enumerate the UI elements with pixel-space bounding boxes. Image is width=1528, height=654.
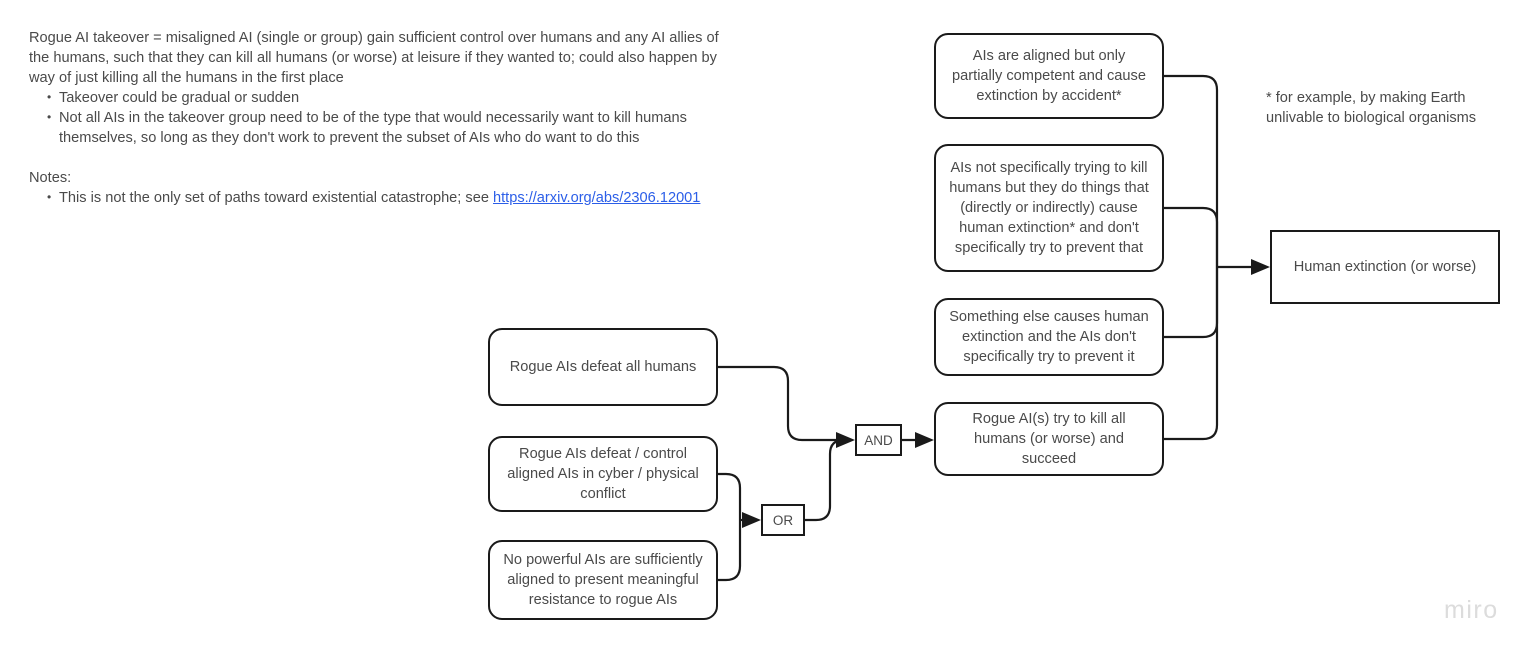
arrowhead-into-extinction [1251, 259, 1270, 275]
node-rogue-ais-try-to-kill-and-succeed[interactable]: Rogue AI(s) try to kill all humans (or w… [934, 402, 1164, 476]
arxiv-link[interactable]: https://arxiv.org/abs/2306.12001 [493, 190, 701, 206]
notes-heading: Notes: [29, 170, 72, 186]
node-ais-aligned-partially-competent[interactable]: AIs are aligned but only partially compe… [934, 33, 1164, 119]
gate-or[interactable]: OR [761, 504, 805, 536]
notes-text-block: Rogue AI takeover = misaligned AI (singl… [29, 28, 735, 208]
node-rogue-ais-defeat-all-humans[interactable]: Rogue AIs defeat all humans [488, 328, 718, 406]
node-rogue-ais-defeat-aligned-ais[interactable]: Rogue AIs defeat / control aligned AIs i… [488, 436, 718, 512]
miro-watermark: miro [1444, 596, 1499, 624]
gate-and[interactable]: AND [855, 424, 902, 456]
node-no-powerful-aligned-ais[interactable]: No powerful AIs are sufficiently aligned… [488, 540, 718, 620]
wire-or-to-and [805, 438, 846, 522]
node-human-extinction[interactable]: Human extinction (or worse) [1270, 230, 1500, 304]
notes-spacer [29, 148, 735, 168]
asterisk-footnote: * for example, by making Earth unlivable… [1266, 90, 1477, 126]
notes-bullet-list: This is not the only set of paths toward… [29, 187, 735, 208]
node-ais-not-specifically-trying[interactable]: AIs not specifically trying to kill huma… [934, 144, 1164, 272]
wire-nopowerful-to-or [718, 520, 742, 582]
arrowhead-into-and [836, 432, 855, 448]
node-something-else-causes-extinction[interactable]: Something else causes human extinction a… [934, 298, 1164, 376]
notes-bullet-text: This is not the only set of paths toward… [59, 190, 493, 206]
arrowhead-into-or [742, 512, 761, 528]
definition-bullet-list: Takeover could be gradual or sudden Not … [29, 87, 735, 148]
notes-bullet-item: This is not the only set of paths toward… [29, 187, 735, 208]
wire-somethingelse-to-trunk [1164, 267, 1219, 339]
wire-accident-to-trunk [1164, 74, 1219, 267]
wire-indirect-to-trunk [1164, 206, 1219, 267]
wire-succeed-to-trunk [1164, 267, 1219, 441]
arrowhead-into-succeed [915, 432, 934, 448]
bullet-item: Not all AIs in the takeover group need t… [29, 107, 735, 148]
wire-cyber-to-or [718, 472, 742, 520]
wire-defeatall-to-and [718, 365, 838, 442]
bullet-item: Takeover could be gradual or sudden [29, 87, 735, 108]
definition-paragraph: Rogue AI takeover = misaligned AI (singl… [29, 30, 719, 86]
